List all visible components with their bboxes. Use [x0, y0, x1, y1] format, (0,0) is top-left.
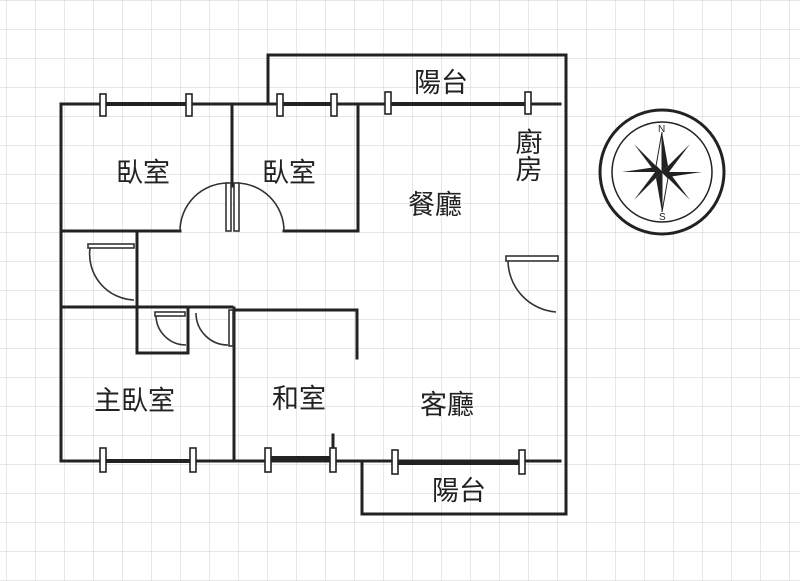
room-label-master-bedroom: 主臥室	[94, 386, 175, 417]
room-label-dining: 餐廳	[408, 190, 462, 221]
room-label-japanese-room: 和室	[272, 384, 326, 415]
compass-icon: N S	[598, 108, 726, 236]
room-label-living: 客廳	[420, 390, 474, 421]
room-label-balcony-top: 陽台	[414, 68, 468, 99]
room-label-balcony-bottom: 陽台	[432, 476, 486, 507]
room-label-kitchen: 廚房	[511, 128, 543, 182]
room-label-bedroom-left: 臥室	[116, 158, 170, 189]
compass-north-label: N	[658, 124, 665, 135]
compass-south-label: S	[659, 212, 666, 223]
doors	[87, 182, 559, 347]
room-label-bedroom-middle: 臥室	[262, 158, 316, 189]
windows	[99, 91, 532, 475]
